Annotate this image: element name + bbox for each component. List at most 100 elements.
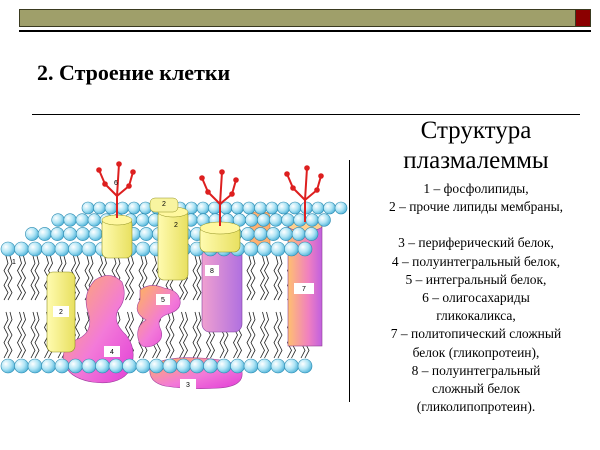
heading-line-1: Структура bbox=[420, 117, 532, 144]
label-8: 8 bbox=[210, 268, 214, 275]
legend-item: 6 – олигосахариды bbox=[422, 290, 530, 306]
phospholipid-head bbox=[41, 358, 56, 374]
phospholipid-head bbox=[139, 227, 154, 241]
phospholipid-head bbox=[135, 241, 151, 257]
sugar-unit bbox=[304, 165, 310, 171]
lipid-tail bbox=[129, 255, 134, 301]
vertical-divider bbox=[349, 160, 350, 402]
phospholipid-head bbox=[245, 213, 259, 227]
phospholipid-head bbox=[284, 241, 299, 257]
lipid-tail bbox=[169, 311, 175, 359]
legend-item: белок (гликопротеин), bbox=[412, 344, 540, 360]
lipid-tail bbox=[165, 311, 171, 359]
phospholipid-head bbox=[136, 213, 150, 227]
lipid-tail bbox=[125, 255, 130, 301]
lipid-tail bbox=[34, 255, 40, 301]
lipid-tail bbox=[192, 255, 198, 301]
lipid-tail bbox=[183, 311, 188, 359]
phospholipid-head bbox=[254, 201, 267, 215]
phospholipid-head bbox=[27, 241, 43, 257]
lipid-tail bbox=[17, 311, 22, 359]
phospholipid-head bbox=[27, 358, 43, 374]
lipid-tail bbox=[250, 311, 256, 359]
phospholipid-head bbox=[311, 201, 325, 215]
phospholipid-head bbox=[300, 201, 313, 215]
label-6: 6 bbox=[114, 180, 118, 187]
lipid-tail bbox=[277, 255, 283, 301]
phospholipid-head bbox=[265, 201, 279, 215]
sugar-unit bbox=[96, 167, 102, 173]
phospholipid-head bbox=[51, 213, 65, 227]
lipid-tail bbox=[260, 311, 265, 359]
phospholipid-head bbox=[87, 213, 101, 227]
lipid-tail bbox=[264, 311, 269, 359]
lipid-tail bbox=[21, 255, 26, 301]
oligosaccharides bbox=[96, 161, 324, 226]
phospholipid-head bbox=[196, 201, 210, 215]
lipid-tail bbox=[260, 255, 265, 301]
legend-item: 4 – полуинтегральный белок, bbox=[391, 253, 561, 269]
phospholipid-head bbox=[41, 241, 56, 257]
phospholipid-head bbox=[75, 227, 90, 241]
phospholipid-head bbox=[176, 358, 191, 374]
lipid-tail bbox=[196, 255, 202, 301]
lipid-tail bbox=[71, 255, 76, 301]
lipid-tail bbox=[3, 255, 9, 301]
phospholipid-head bbox=[305, 213, 319, 227]
lipid-tail bbox=[179, 311, 184, 359]
label-2b: 2 bbox=[162, 201, 166, 208]
phospholipid-head bbox=[257, 213, 271, 227]
legend-item: 1 – фосфолипиды, bbox=[423, 181, 529, 196]
lipid-tail bbox=[75, 255, 80, 301]
phospholipid-head bbox=[257, 358, 272, 374]
phospholipid-head bbox=[81, 201, 95, 215]
phospholipid-head bbox=[68, 358, 83, 374]
structure-heading: Структура плазмалеммы bbox=[352, 116, 600, 176]
top-decor-square bbox=[575, 10, 590, 26]
title-divider bbox=[32, 114, 580, 115]
sugar-unit bbox=[102, 181, 108, 187]
protein-2-center bbox=[157, 209, 189, 281]
phospholipid-head bbox=[240, 227, 255, 241]
legend-item: 8 – полуинтегральный bbox=[411, 362, 541, 378]
phospholipid-head bbox=[242, 201, 256, 215]
phospholipid-head bbox=[243, 241, 259, 257]
lipid-tail bbox=[264, 255, 269, 301]
phospholipid-head bbox=[108, 358, 124, 374]
sugar-unit bbox=[199, 175, 205, 181]
phospholipid-head bbox=[54, 241, 70, 257]
sugar-branch bbox=[116, 163, 120, 197]
phospholipid-head bbox=[37, 227, 52, 241]
phospholipid-head bbox=[0, 241, 16, 257]
label-2c: 2 bbox=[174, 222, 178, 229]
phospholipid-head bbox=[304, 227, 319, 241]
phospholipid-head bbox=[279, 227, 293, 241]
label-7: 7 bbox=[302, 286, 306, 293]
phospholipid-head bbox=[253, 227, 268, 241]
lipid-tail bbox=[196, 311, 202, 359]
sugar-unit bbox=[116, 161, 122, 167]
legend-item: 3 – периферический белок, bbox=[398, 235, 554, 251]
phospholipid-head bbox=[257, 241, 272, 257]
phospholipid-head bbox=[297, 241, 313, 257]
phospholipid-head bbox=[127, 201, 141, 215]
phospholipid-head bbox=[14, 241, 29, 257]
lipid-tail bbox=[34, 311, 40, 359]
lipid-tail bbox=[192, 311, 198, 359]
sugar-branch bbox=[292, 187, 306, 201]
phospholipid-head bbox=[323, 201, 336, 215]
phospholipid-head bbox=[93, 201, 106, 215]
lipid-tail bbox=[7, 311, 13, 359]
lipid-tail bbox=[17, 255, 22, 301]
glycoproteins bbox=[101, 197, 241, 281]
sugar-unit bbox=[229, 191, 235, 197]
phospholipid-head bbox=[14, 358, 29, 374]
legend-item: (гликолипопротеин). bbox=[416, 399, 536, 415]
sugar-unit bbox=[318, 173, 324, 179]
top-decor-line bbox=[19, 30, 591, 32]
phospholipid-head bbox=[269, 213, 283, 227]
phospholipid-head bbox=[297, 358, 313, 374]
phospholipid-head bbox=[54, 358, 70, 374]
phospholipid-head bbox=[281, 213, 295, 227]
label-4: 4 bbox=[110, 349, 114, 356]
